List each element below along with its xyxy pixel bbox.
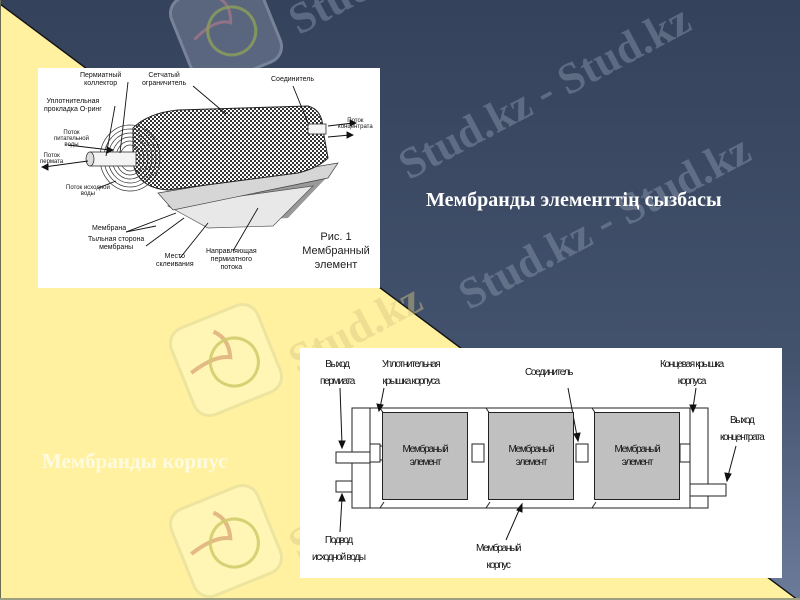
- label-connector: Соединитель: [525, 367, 573, 378]
- membrane-element-title: Мембранды элементтің сызбасы: [426, 189, 722, 211]
- watermark-logo-icon: [163, 297, 289, 423]
- label-membrane: Мембрана: [92, 225, 127, 232]
- watermark-logo-icon: [163, 478, 289, 600]
- membrane-housing-title: Мембранды корпус: [42, 449, 228, 473]
- membrane-roll-illustration: [40, 81, 358, 259]
- membrane-housing-diagram: [335, 387, 737, 541]
- label-connector: Соединитель: [271, 76, 314, 83]
- watermark-logo-icon: [163, 0, 289, 93]
- figure-1-caption: Рис. 1 Мембранный элемент: [302, 231, 370, 271]
